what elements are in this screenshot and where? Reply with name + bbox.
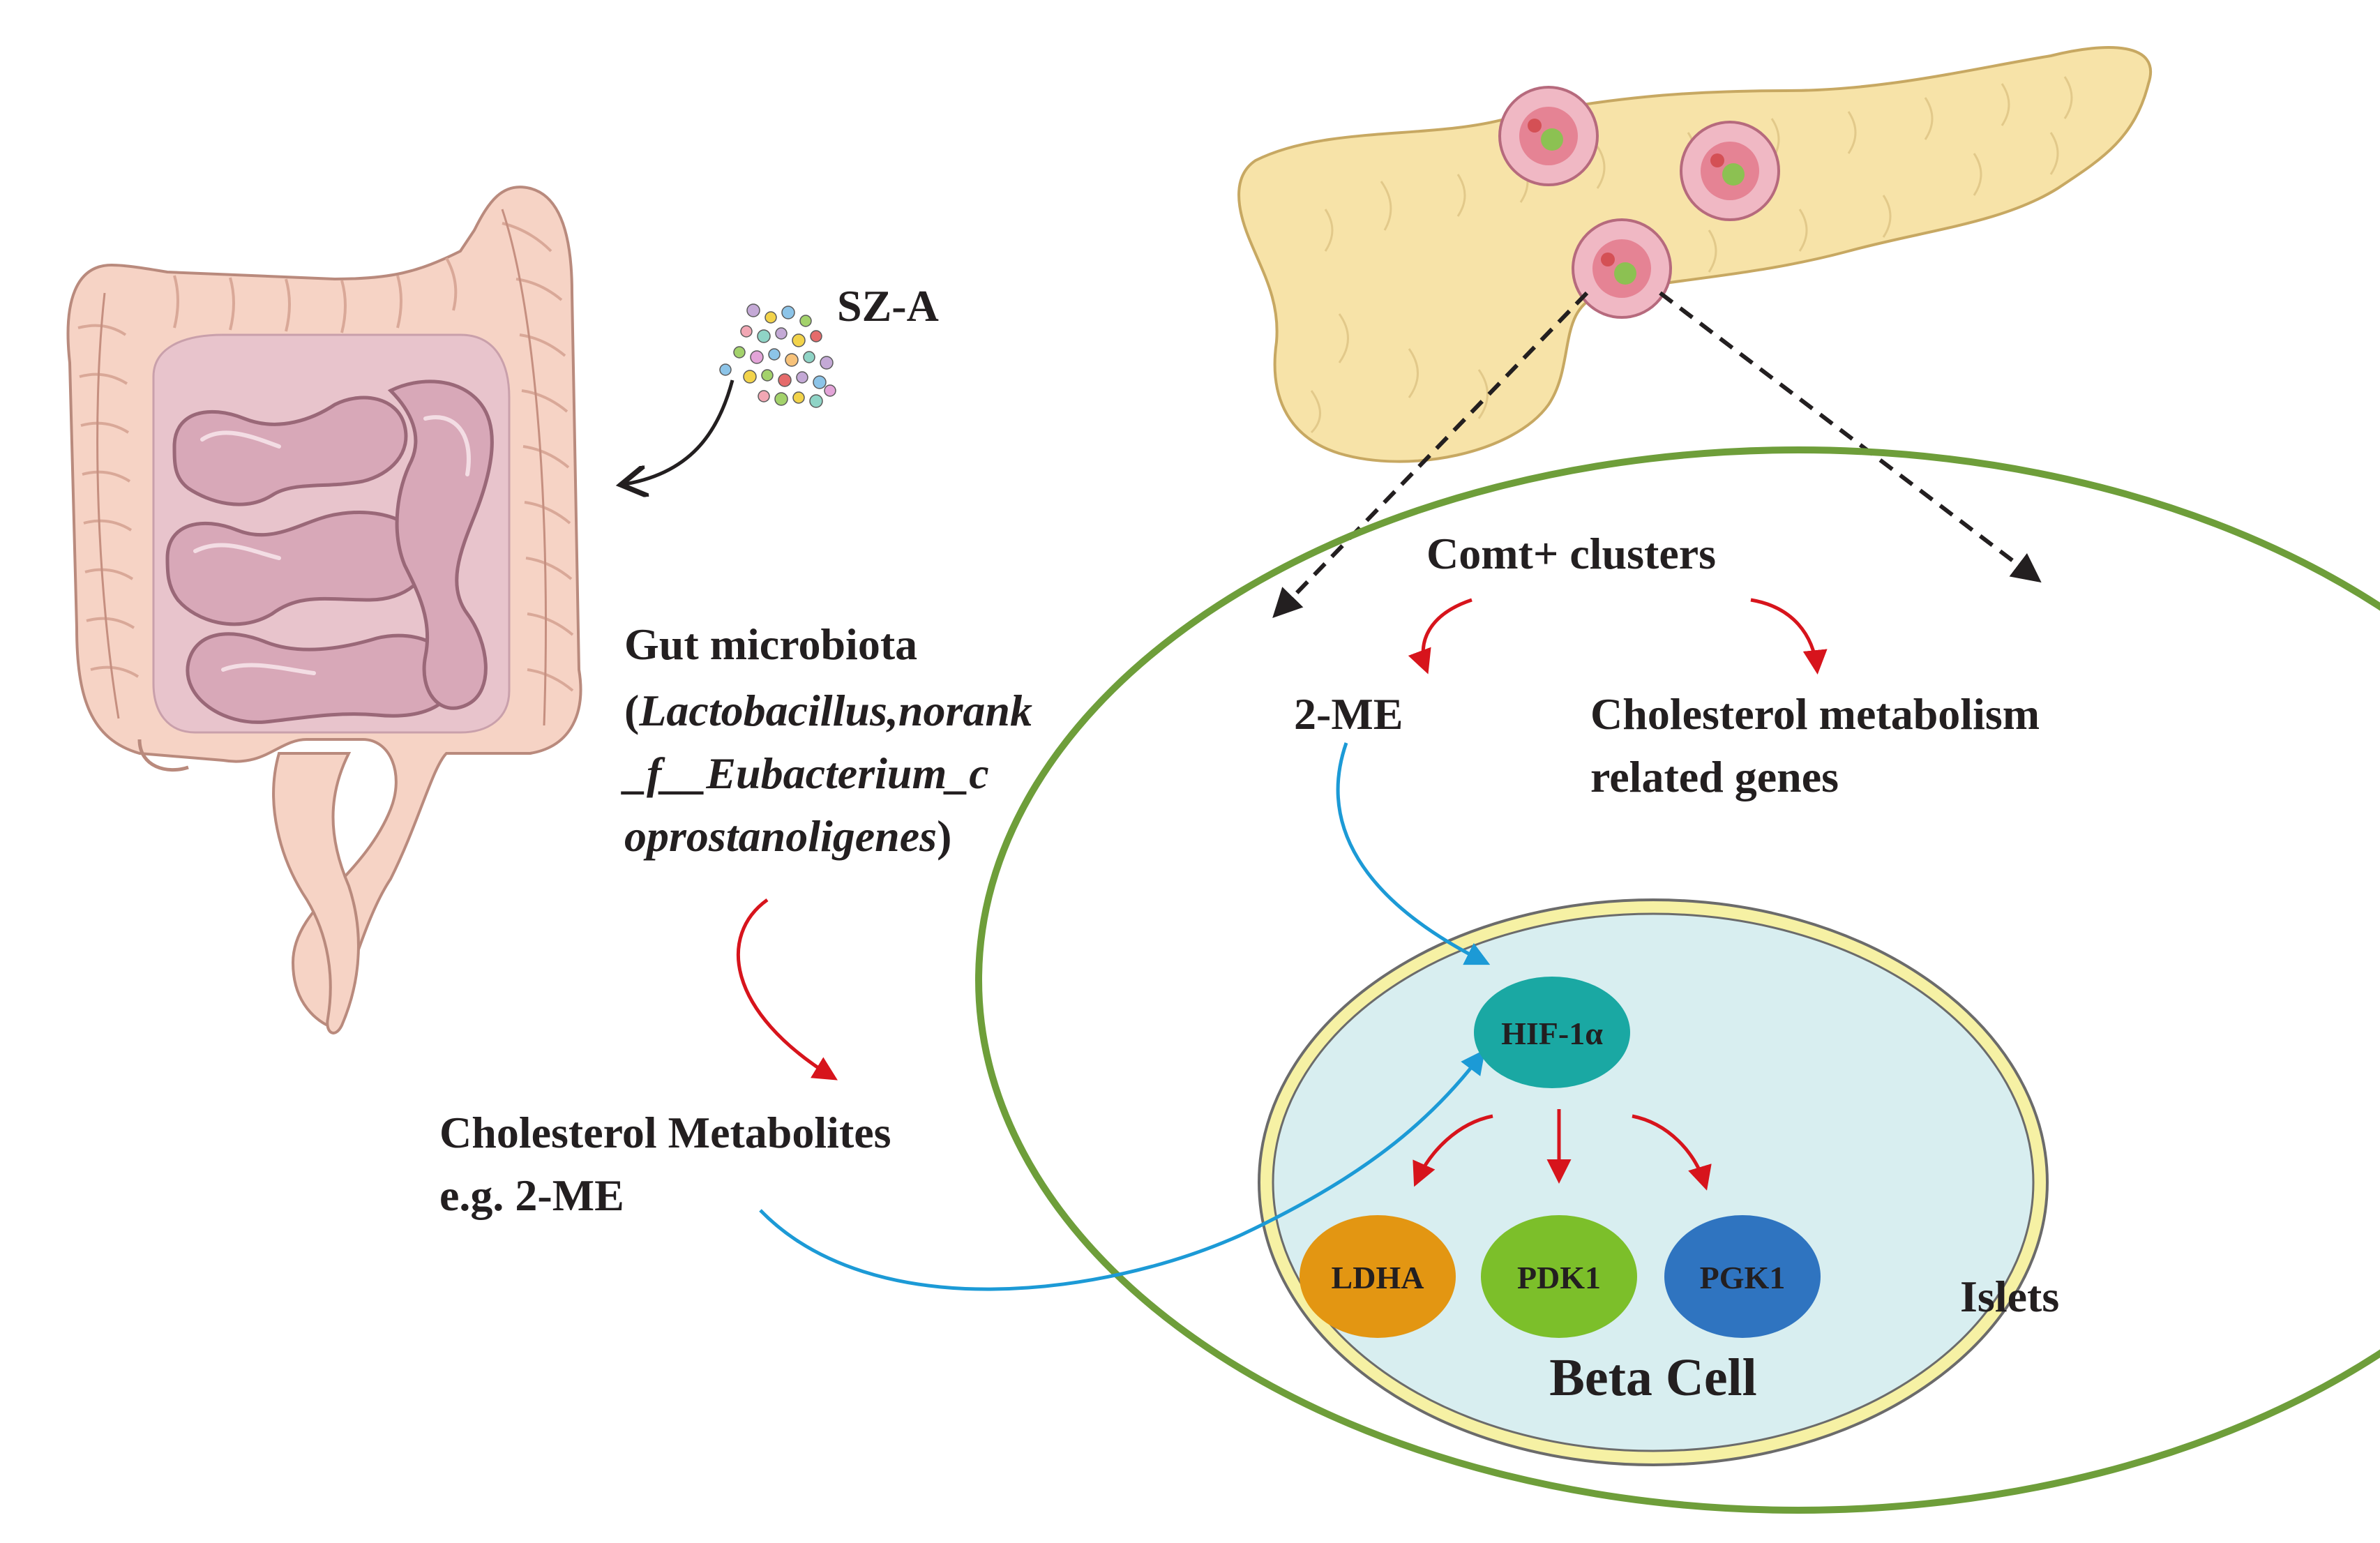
zoom-arrow-right	[1659, 291, 2042, 583]
islet-cell-icon	[1498, 86, 1599, 186]
microbiota-to-metabolites-arrow	[737, 898, 838, 1081]
rectum	[272, 752, 360, 1034]
intestine-highlights	[193, 415, 471, 675]
appendix	[137, 739, 189, 772]
hif-node: HIF-1α	[1474, 977, 1630, 1088]
islets-label: Islets	[1960, 1272, 2059, 1321]
pancreas-illustration	[1237, 46, 2153, 463]
hif-label: HIF-1α	[1501, 1016, 1603, 1051]
pill-dots-icon	[719, 303, 836, 408]
gut-microbiota-label: Gut microbiota	[624, 619, 917, 669]
eg-2me-label: e.g. 2-ME	[439, 1171, 624, 1220]
ldha-label: LDHA	[1332, 1260, 1424, 1295]
sza-label: SZ-A	[837, 281, 939, 331]
islet-circle	[975, 446, 2380, 1514]
cholesterol-genes-line-2: related genes	[1590, 752, 1839, 801]
pdk1-node: PDK1	[1481, 1215, 1637, 1338]
ldha-node: LDHA	[1300, 1215, 1456, 1338]
cholesterol-genes-line-1: Cholesterol metabolism	[1590, 689, 2040, 739]
cholesterol-metabolites-label: Cholesterol Metabolites	[439, 1108, 891, 1157]
genera-line-1: (Lactobacillus,norank	[624, 686, 1032, 735]
sza-to-gut-arrow	[621, 379, 735, 485]
beta-cell-cytoplasm	[1272, 912, 2035, 1452]
pancreas-body	[1237, 46, 2153, 463]
genera-line-2: _f__Eubacterium_c	[621, 748, 989, 798]
colon-haustra	[77, 222, 574, 692]
islet-cell-icon	[1680, 121, 1780, 221]
comt-to-genes-arrow	[1750, 598, 1828, 675]
2me-to-hif-arrow	[1336, 742, 1491, 965]
comt-clusters-label: Comt+ clusters	[1426, 529, 1716, 578]
genera-line-3: oprostanoligenes)	[624, 811, 951, 861]
pgk1-node: PGK1	[1664, 1215, 1821, 1338]
small-intestine-loops	[165, 379, 494, 724]
beta-cell-label: Beta Cell	[1549, 1348, 1757, 1407]
2me-label: 2-ME	[1294, 689, 1403, 739]
pdk1-label: PDK1	[1517, 1260, 1601, 1295]
colon-taenia	[96, 209, 547, 726]
large-intestine-illustration	[66, 186, 582, 1034]
comt-to-2me-arrow	[1408, 598, 1473, 675]
hif-to-ldha-arrow	[1413, 1114, 1493, 1187]
islet-cell-icon	[1572, 218, 1672, 319]
pgk1-label: PGK1	[1700, 1260, 1786, 1295]
hif-to-pgk1-arrow	[1632, 1114, 1712, 1191]
metabolites-to-hif-arrow	[759, 1049, 1486, 1291]
